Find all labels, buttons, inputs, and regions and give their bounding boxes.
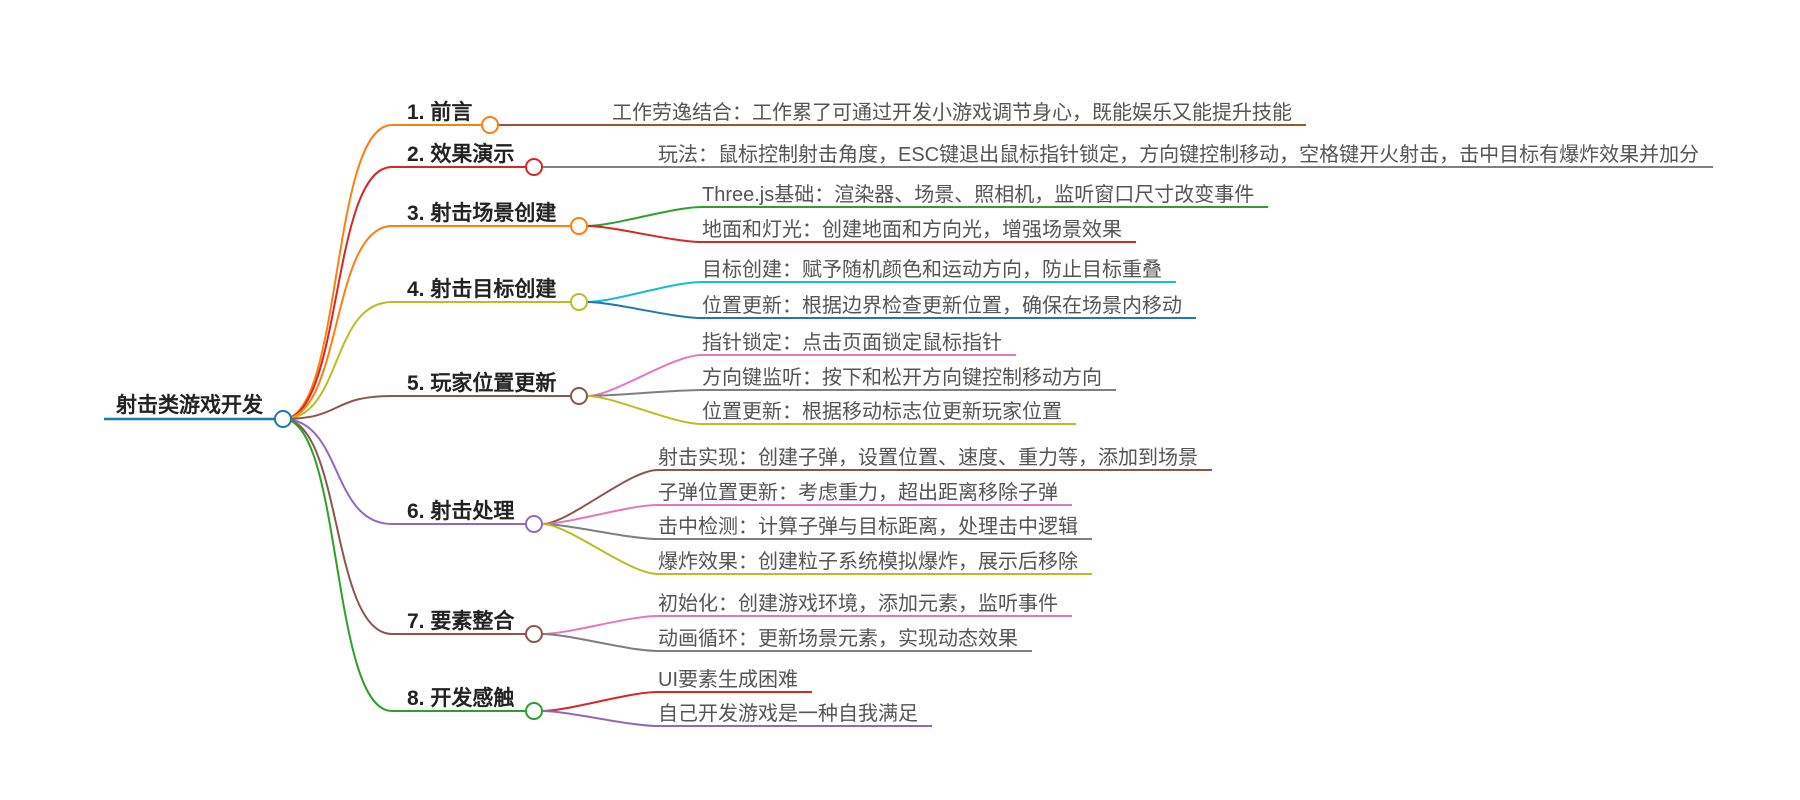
edge-branch-to-leaf [541,615,659,635]
edge-root-to-branch [282,418,393,525]
leaf-text: 位置更新：根据边界检查更新位置，确保在场景内移动 [702,294,1182,317]
edge-branch-to-leaf [541,710,659,727]
edge-branch-to-leaf [541,523,659,575]
edge-branch-to-leaf [586,301,703,319]
leaf-text: 子弹位置更新：考虑重力，超出距离移除子弹 [658,481,1058,504]
leaf-text: Three.js基础：渲染器、场景、照相机，监听窗口尺寸改变事件 [702,183,1254,206]
leaf-text: 方向键监听：按下和松开方向键控制移动方向 [702,366,1102,389]
leaf-text: UI要素生成困难 [658,668,798,691]
edge-root-to-branch [282,418,393,712]
leaf-text: 击中检测：计算子弹与目标距离，处理击中逻辑 [658,515,1078,538]
edge-branch-to-leaf [541,504,659,525]
branch-label: 8. 开发感触 [407,686,514,710]
leaf-text: 爆炸效果：创建粒子系统模拟爆炸，展示后移除 [658,550,1078,573]
branch-node-circle [570,217,588,235]
edge-branch-to-leaf [586,225,703,243]
leaf-text: 初始化：创建游戏环境，添加元素，监听事件 [658,592,1058,615]
branch-node-circle [525,515,543,533]
branch-node-circle [481,116,499,134]
leaf-text: 指针锁定：点击页面锁定鼠标指针 [702,331,1002,354]
leaf-text: 射击实现：创建子弹，设置位置、速度、重力等，添加到场景 [658,446,1198,469]
edge-root-to-branch [282,124,393,420]
branch-node-circle [525,702,543,720]
branch-label: 5. 玩家位置更新 [407,371,556,395]
branch-node-circle [525,158,543,176]
branch-node-circle [570,387,588,405]
leaf-text: 位置更新：根据移动标志位更新玩家位置 [702,400,1062,423]
edge-branch-to-leaf [541,523,659,540]
branch-node-circle [570,293,588,311]
leaf-text: 目标创建：赋予随机颜色和运动方向，防止目标重叠 [702,258,1162,281]
edge-branch-to-leaf [586,389,703,397]
leaf-text: 工作劳逸结合：工作累了可通过开发小游戏调节身心，既能娱乐又能提升技能 [612,101,1292,124]
root-label: 射击类游戏开发 [115,393,264,417]
branch-label: 7. 要素整合 [407,609,515,633]
edge-root-to-branch [282,225,393,420]
branch-label: 2. 效果演示 [407,142,514,166]
branch-label: 1. 前言 [407,100,472,124]
edge-branch-to-leaf [541,469,659,525]
edge-branch-to-leaf [586,354,703,397]
edge-root-to-branch [282,418,393,635]
edge-branch-to-leaf [586,395,703,425]
edge-branch-to-leaf [586,206,703,227]
leaf-text: 动画循环：更新场景元素，实现动态效果 [658,627,1018,650]
leaf-text: 玩法：鼠标控制射击角度，ESC键退出鼠标指针锁定，方向键控制移动，空格键开火射击… [658,143,1699,166]
leaf-text: 地面和灯光：创建地面和方向光，增强场景效果 [702,218,1122,241]
edge-root-to-branch [282,166,393,420]
branch-label: 3. 射击场景创建 [407,201,556,225]
edge-branch-to-leaf [541,633,659,652]
branch-node-circle [525,625,543,643]
edge-branch-to-leaf [541,691,659,712]
leaf-text: 自己开发游戏是一种自我满足 [658,702,918,725]
root-node-circle [274,410,292,428]
edge-root-to-branch [282,395,393,420]
edge-root-to-branch [282,301,393,420]
branch-label: 4. 射击目标创建 [407,277,556,301]
edge-branch-to-leaf [586,281,703,303]
branch-label: 6. 射击处理 [407,499,514,523]
